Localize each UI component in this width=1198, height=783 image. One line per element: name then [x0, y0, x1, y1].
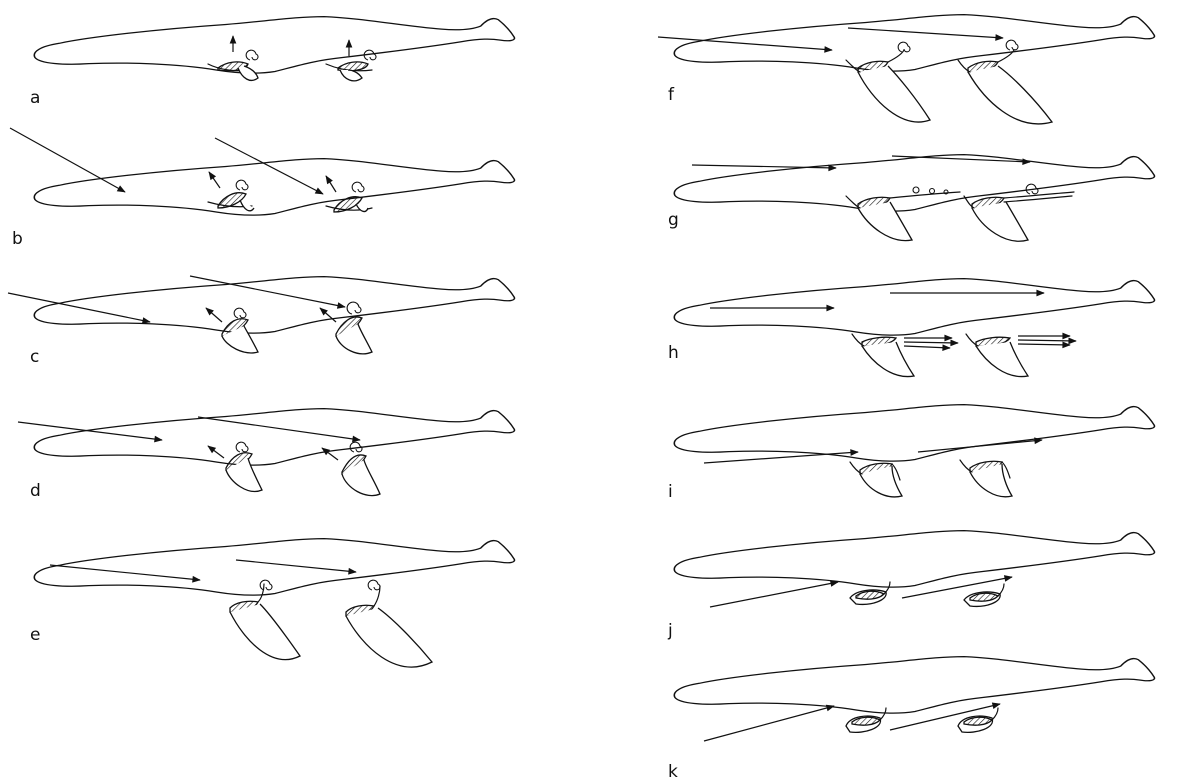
- wing-left: [849, 581, 891, 606]
- wing-left: [845, 41, 931, 123]
- panel-label: g: [668, 210, 679, 230]
- panel-k: k: [668, 655, 1156, 782]
- panel-d: d: [17, 407, 516, 501]
- panel-c: c: [7, 275, 516, 367]
- wing-left: [845, 186, 961, 242]
- wing-left: [205, 307, 259, 354]
- panel-label: c: [30, 347, 39, 367]
- wing-right: [959, 459, 1014, 498]
- panel-f: f: [657, 13, 1156, 125]
- wing-right: [957, 707, 999, 734]
- wing-right: [957, 39, 1054, 125]
- wing-right: [325, 39, 377, 82]
- wing-right: [963, 583, 1005, 608]
- wing-left: [229, 579, 301, 661]
- wing-right: [325, 175, 373, 213]
- wing-left: [207, 35, 259, 82]
- wing-left: [207, 171, 255, 212]
- panel-label: k: [668, 762, 678, 782]
- panel-j: j: [667, 529, 1156, 641]
- panel-label: j: [667, 621, 673, 641]
- wing-right: [965, 332, 1077, 378]
- wing-right: [963, 183, 1075, 242]
- panel-label: f: [668, 85, 675, 105]
- wing-left: [207, 441, 263, 493]
- panel-e: e: [30, 537, 516, 668]
- wing-left: [849, 461, 904, 498]
- panel-label: i: [668, 482, 673, 502]
- panel-a: a: [30, 15, 516, 108]
- panel-label: e: [30, 625, 40, 645]
- panel-g: g: [668, 153, 1156, 242]
- panel-b: b: [9, 127, 516, 249]
- panel-label: a: [30, 88, 40, 108]
- panel-label: d: [30, 481, 41, 501]
- wing-left: [845, 707, 887, 734]
- wing-left: [851, 333, 959, 378]
- panel-h: h: [668, 277, 1156, 378]
- wing-right: [345, 579, 434, 668]
- panel-label: b: [12, 229, 23, 249]
- wing-right: [319, 301, 373, 355]
- panel-label: h: [668, 343, 679, 363]
- wing-right: [321, 441, 381, 497]
- panel-i: i: [668, 403, 1156, 502]
